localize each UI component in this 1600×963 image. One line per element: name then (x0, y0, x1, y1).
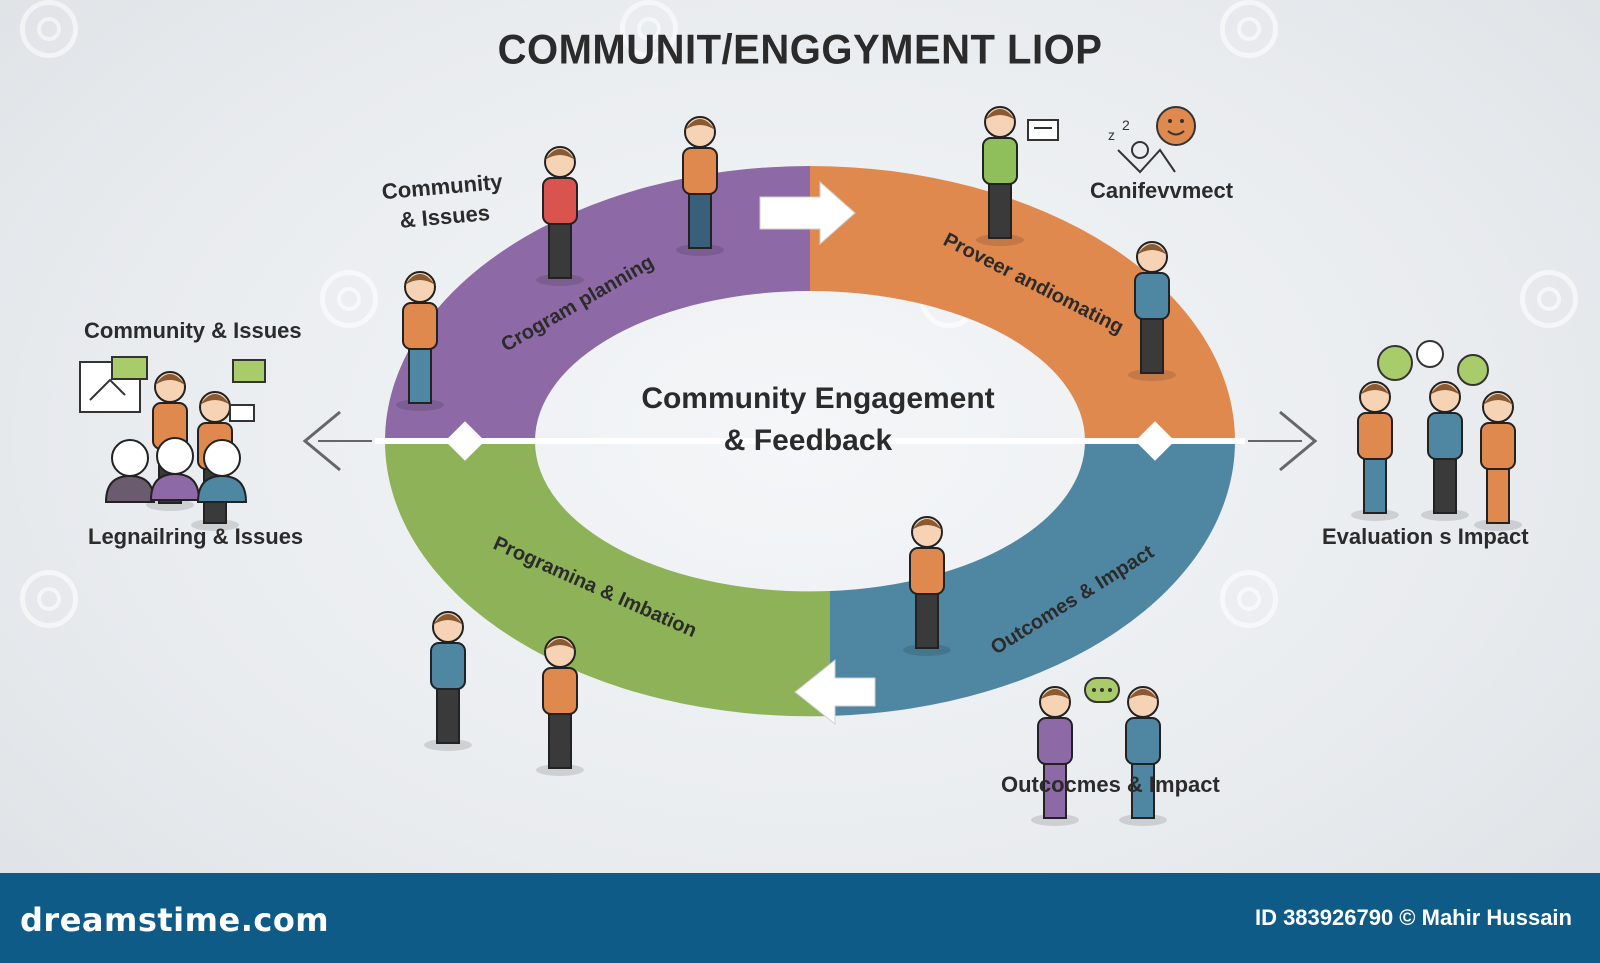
person-figure (1031, 686, 1079, 826)
watermark-icon (1520, 270, 1578, 328)
person-figure (1119, 686, 1167, 826)
center-line-1: Community Engagement (641, 382, 994, 415)
emoji-bubbles-icon (1377, 340, 1489, 386)
person-figure (1421, 381, 1469, 521)
label-legnailring-issues: Legnailring & Issues (88, 524, 304, 549)
label-outcomes-impact-bottom: Outcocmes & Impact (1001, 772, 1220, 797)
network-doodle-icon: z 2 (1108, 117, 1176, 174)
label-community-issues-top: Community & Issues (380, 168, 504, 233)
person-figure (903, 516, 951, 656)
watermark-icon (20, 570, 78, 628)
watermark-icon (320, 270, 378, 328)
arrow-right-icon (759, 180, 856, 246)
watermark-icon (620, 0, 678, 58)
engagement-loop-diagram: Crogram planning Proveer andiomating Out… (79, 106, 1522, 826)
person-figure (976, 106, 1024, 246)
chalkboard-icon (79, 356, 266, 422)
person-figure (536, 146, 584, 286)
chat-bubble-icon (1027, 119, 1059, 141)
label-community-issues-left: Community & Issues (84, 318, 302, 343)
chevron-right-icon (1279, 410, 1318, 472)
diamond-marker (445, 421, 485, 461)
svg-text:z: z (1108, 127, 1115, 143)
person-figure (1351, 381, 1399, 521)
ring-segment-providing (810, 166, 1235, 441)
speech-bubble-icon (1084, 677, 1120, 703)
label-evaluation-impact: Evaluation s Impact (1322, 524, 1529, 549)
svg-text:2: 2 (1122, 117, 1130, 133)
center-line-2: & Feedback (724, 424, 893, 457)
ring-segment-outcomes (830, 441, 1236, 716)
person-figure (424, 611, 472, 751)
audience-silhouette (196, 439, 248, 503)
footer-bar: dreamstime.com ID 383926790 © Mahir Huss… (0, 873, 1600, 963)
ring-segment-programming (384, 441, 830, 717)
watermark-icon (1220, 570, 1278, 628)
footer-brand[interactable]: dreamstime.com (20, 901, 330, 939)
label-canifevvmect: Canifevvmect (1090, 178, 1234, 203)
page-title: COMMUNIT/ENGGYMENT LIOP (497, 26, 1103, 74)
footer-credit: ID 383926790 © Mahir Hussain (1254, 905, 1572, 930)
person-figure (676, 116, 724, 256)
audience-silhouette (104, 439, 156, 503)
person-figure (536, 636, 584, 776)
watermark-icon (1220, 0, 1278, 58)
watermark-icon (20, 0, 78, 58)
person-figure (1128, 241, 1176, 381)
person-figure (396, 271, 444, 411)
smiley-icon (1156, 106, 1196, 146)
audience-silhouette (149, 437, 201, 501)
person-figure (1474, 391, 1522, 531)
arrow-left-icon (794, 658, 876, 726)
chevron-left-icon (302, 410, 341, 472)
